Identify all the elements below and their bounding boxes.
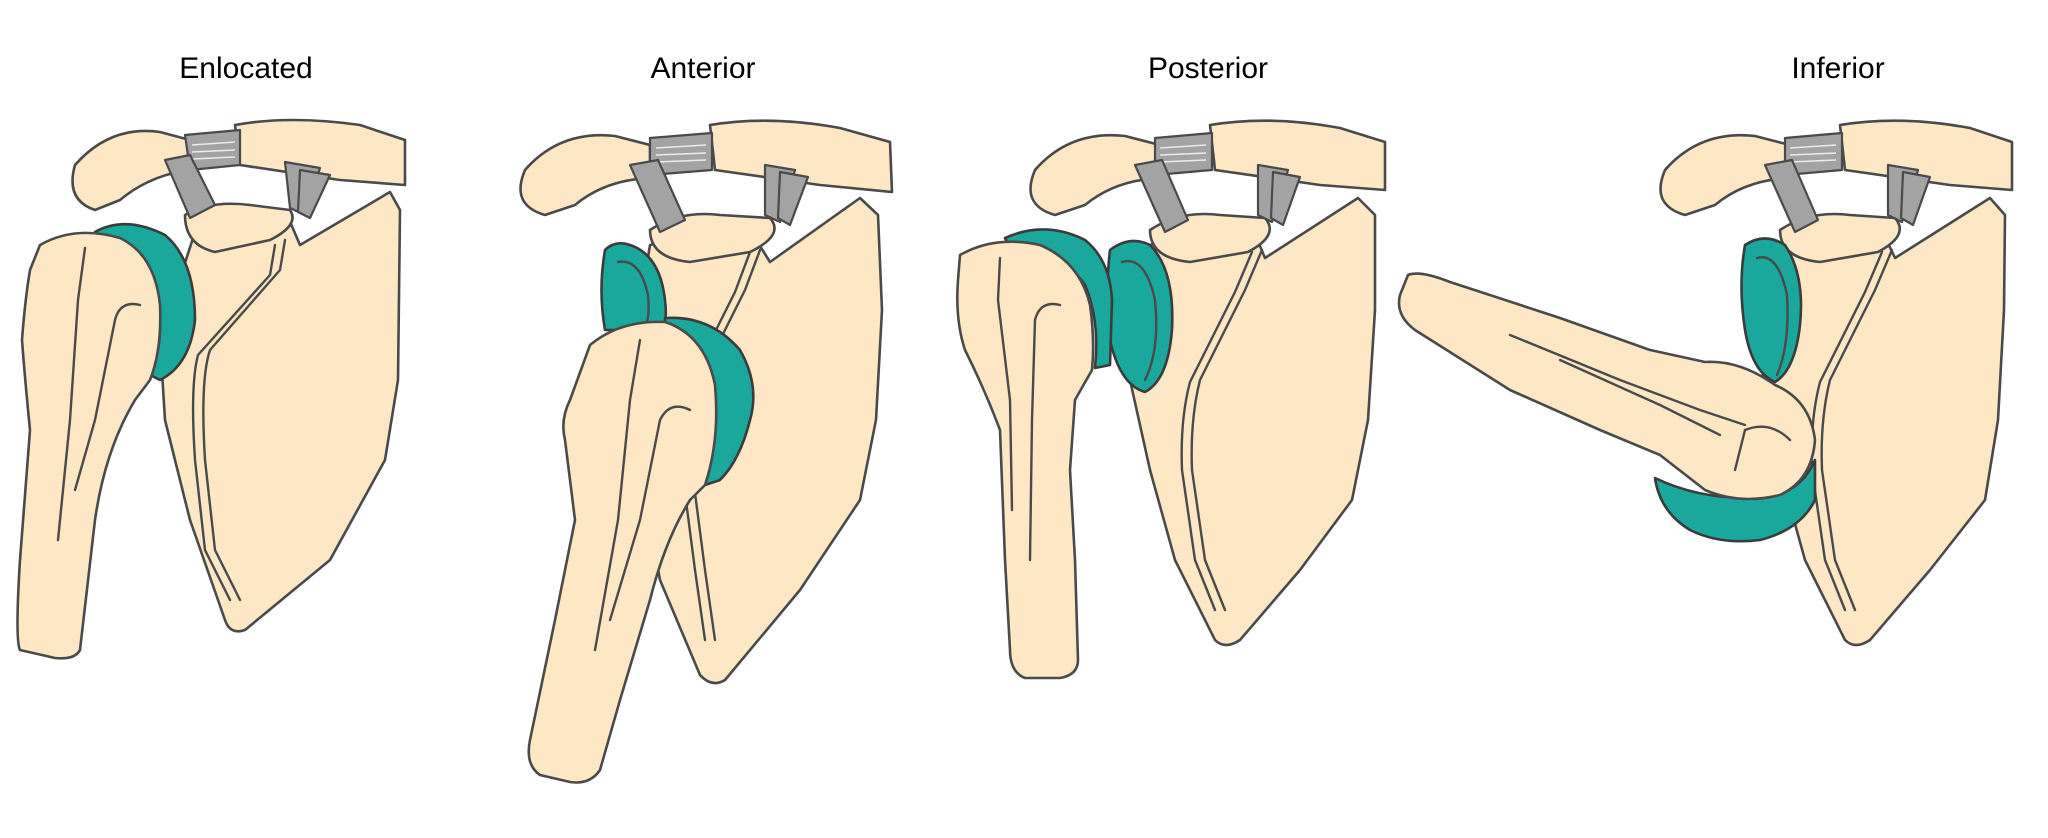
- panel-label-posterior: Posterior: [1147, 52, 1269, 85]
- humerus-line-2: [73, 302, 142, 492]
- scapula-ridge-line: [202, 238, 287, 602]
- humerus: [1397, 272, 1817, 501]
- acromion: [1659, 133, 1792, 217]
- conoid-ligament: [1133, 158, 1190, 234]
- panel-label-anterior: Anterior: [650, 52, 756, 85]
- humerus-line: [56, 246, 87, 542]
- acromion: [1029, 133, 1162, 217]
- conoid-ligament: [628, 158, 687, 234]
- acromion: [71, 129, 192, 212]
- scapula: [158, 190, 402, 633]
- conoid-ligament: [163, 153, 217, 220]
- scapula-ridge-line-2: [191, 243, 277, 602]
- conoid-ligament: [1763, 158, 1820, 234]
- acromion: [519, 133, 652, 217]
- humerus: [527, 320, 718, 784]
- clavicle: [708, 119, 894, 194]
- panel-label-inferior: Inferior: [1791, 52, 1885, 85]
- clavicle: [1838, 119, 2014, 192]
- panel-label-enlocated: Enlocated: [179, 52, 313, 85]
- humerus: [956, 240, 1095, 680]
- clavicle: [233, 118, 407, 187]
- clavicle: [1208, 119, 1387, 192]
- scapula: [1760, 196, 2007, 647]
